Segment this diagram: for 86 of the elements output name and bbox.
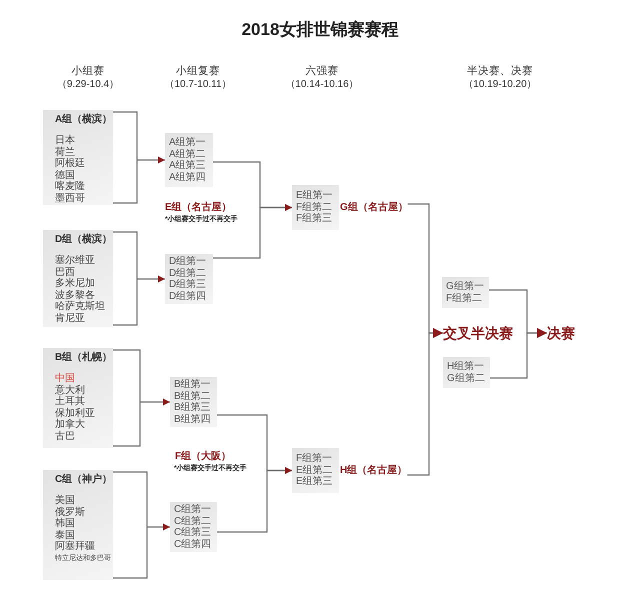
date-range: （10.19-10.20） <box>463 79 537 91</box>
team-name: 荷兰 <box>55 146 76 158</box>
qualifier-box <box>443 357 490 388</box>
qualifier-entry: D组第三 <box>169 279 208 290</box>
group-heading: A组（横滨） <box>55 114 113 126</box>
qualifier-entry: B组第三 <box>174 402 212 414</box>
qualifier-entry: D组第二 <box>169 268 208 279</box>
qualifier-entry: B组第一 <box>174 379 212 390</box>
group-label: E组（名古屋） <box>165 202 232 214</box>
team-name: 塞尔维亚 <box>55 255 96 266</box>
qualifier-entry: E组第三 <box>296 476 334 488</box>
group-label: H组（名古屋） <box>340 464 408 476</box>
team-name: 美国 <box>55 495 76 506</box>
team-name: 意大利 <box>55 384 86 396</box>
qualifier-entry: G组第一 <box>446 281 485 292</box>
group-heading: D组（横滨） <box>55 234 113 246</box>
qualifier-box <box>442 277 489 308</box>
team-name: 喀麦隆 <box>55 181 86 192</box>
group-label: F组（大阪） <box>175 451 232 463</box>
group-box <box>43 348 113 448</box>
qualifier-entry: F组第三 <box>296 213 334 225</box>
team-name: 土耳其 <box>55 396 86 408</box>
date-range: （10.7-10.11） <box>164 79 232 91</box>
date-range: （10.14-10.16） <box>285 79 359 91</box>
column-heading: 六强赛 <box>306 65 338 77</box>
group-heading: C组（神户） <box>55 474 113 486</box>
team-name: 肯尼亚 <box>55 312 86 324</box>
qualifier-entry: C组第四 <box>174 538 212 550</box>
column-heading: 小组复赛 <box>176 65 220 77</box>
team-name: 保加利亚 <box>55 408 96 418</box>
qualifier-entry: F组第二 <box>446 292 484 304</box>
bracket-arrow <box>213 204 292 259</box>
team-name: 俄罗斯 <box>55 506 86 518</box>
qualifier-entry: E组第二 <box>296 464 334 476</box>
group-heading: B组（札幌） <box>55 352 113 364</box>
bracket-arrow <box>112 231 166 326</box>
team-name: 墨西哥 <box>55 192 86 204</box>
qualifier-entry: D组第四 <box>169 290 208 302</box>
qualifier-entry: G组第二 <box>447 372 486 384</box>
group-box <box>43 110 113 205</box>
team-name: 加拿大 <box>55 419 86 430</box>
team-name: 日本 <box>55 135 76 146</box>
qualifier-box <box>170 502 217 552</box>
qualifier-entry: C组第一 <box>174 504 212 516</box>
qualifier-box <box>165 133 213 187</box>
qualifier-entry: B组第二 <box>174 390 212 402</box>
qualifier-entry: B组第四 <box>174 414 212 425</box>
column-heading: 半决赛、决赛 <box>467 65 533 77</box>
group-label: G组（名古屋） <box>340 202 408 214</box>
qualifier-entry: C组第二 <box>174 516 212 527</box>
qualifier-box <box>165 254 213 304</box>
bracket-arrow <box>112 111 166 204</box>
column-heading: 小组赛 <box>72 65 104 77</box>
date-range: （9.29-10.4） <box>56 79 120 91</box>
qualifier-entry: A组第二 <box>169 148 207 160</box>
qualifier-entry: F组第一 <box>296 453 334 465</box>
qualifier-entry: H组第一 <box>447 361 486 372</box>
team-name: 阿塞拜疆 <box>55 541 96 552</box>
team-name: 德国 <box>55 170 76 180</box>
stage-label: 交叉半决赛 <box>443 325 513 341</box>
group-box <box>43 470 113 580</box>
qualifier-entry: A组第四 <box>169 172 207 183</box>
qualifier-box <box>170 377 217 427</box>
team-name: 泰国 <box>55 530 76 540</box>
qualifier-entry: C组第三 <box>174 527 212 538</box>
team-name: 韩国 <box>55 518 76 530</box>
team-name: 巴西 <box>55 266 76 278</box>
team-name: 阿根廷 <box>55 158 86 170</box>
diagram-title: 2018女排世锦赛赛程 <box>240 19 400 41</box>
qualifier-entry: A组第三 <box>169 160 207 172</box>
bracket-arrow <box>112 471 171 579</box>
bracket-arrow <box>407 328 443 476</box>
qualifier-entry: A组第一 <box>169 137 207 148</box>
qualifier-entry: E组第一 <box>296 190 334 202</box>
team-name: 中国 <box>55 373 76 384</box>
bracket-arrow <box>217 467 292 533</box>
bracket-arrow <box>112 349 171 447</box>
qualifier-entry: D组第一 <box>169 256 208 268</box>
group-box <box>43 230 113 327</box>
bracket-arrow <box>490 328 547 379</box>
team-name: 波多黎各 <box>55 290 96 300</box>
team-name: 哈萨克斯坦 <box>55 301 106 312</box>
qualifier-entry: F组第二 <box>296 202 334 213</box>
stage-label: 决赛 <box>547 325 575 341</box>
team-name: 古巴 <box>55 430 76 442</box>
team-name: 多米尼加 <box>55 278 96 290</box>
